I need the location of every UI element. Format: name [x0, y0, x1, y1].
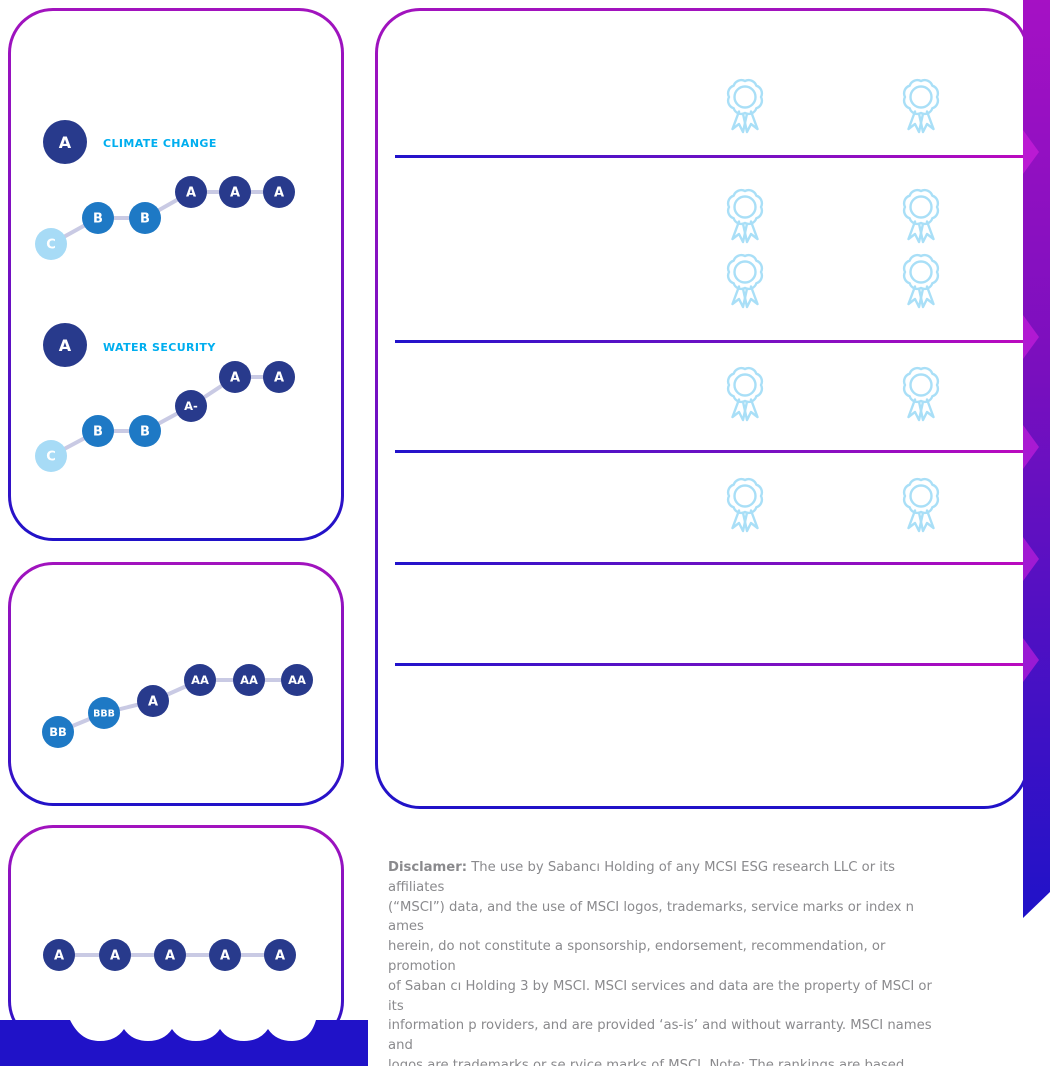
- chevron-right-icon: [1023, 130, 1039, 174]
- right-gradient-band: [1023, 0, 1050, 918]
- row-divider: [395, 450, 1023, 453]
- chevron-right-icon: [1023, 638, 1039, 682]
- row-divider: [395, 663, 1023, 666]
- svg-text:C: C: [46, 238, 56, 253]
- disclaimer-lead: Disclamer:: [388, 860, 468, 875]
- disclaimer-body: The use by Sabancı Holding of any MCSI E…: [388, 860, 932, 1066]
- bottom-wave-decoration: [0, 1020, 368, 1066]
- award-ribbon-icon: [726, 188, 764, 244]
- cdp-climate-badge: A: [43, 120, 87, 164]
- svg-text:AA: AA: [288, 673, 306, 687]
- award-ribbon-icon: [902, 366, 940, 422]
- award-ribbon-icon: [726, 78, 764, 134]
- svg-text:A: A: [230, 371, 240, 386]
- climate-change-label: CLIMATE CHANGE: [103, 137, 217, 150]
- msci-disclaimer-text: Disclamer: The use by Sabancı Holding of…: [388, 858, 940, 1066]
- award-ribbon-icon: [902, 78, 940, 134]
- svg-text:B: B: [93, 212, 103, 227]
- cdp-water-badge: A: [43, 323, 87, 367]
- svg-text:A: A: [220, 949, 230, 964]
- climate-change-timeline: C B B A A A: [11, 11, 341, 542]
- svg-text:B: B: [140, 425, 150, 440]
- award-ribbon-icon: [726, 253, 764, 309]
- svg-text:A: A: [186, 186, 196, 201]
- svg-text:A: A: [274, 371, 284, 386]
- award-ribbon-icon: [902, 477, 940, 533]
- svg-text:A: A: [148, 695, 158, 710]
- row-divider: [395, 340, 1023, 343]
- water-security-label: WATER SECURITY: [103, 341, 216, 354]
- svg-text:BB: BB: [49, 725, 67, 739]
- row-divider: [395, 155, 1023, 158]
- svg-text:A: A: [274, 186, 284, 201]
- svg-text:AA: AA: [240, 673, 258, 687]
- svg-text:A: A: [165, 949, 175, 964]
- svg-text:B: B: [140, 212, 150, 227]
- row-divider: [395, 562, 1023, 565]
- award-ribbon-icon: [902, 253, 940, 309]
- svg-text:B: B: [93, 425, 103, 440]
- svg-text:A-: A-: [184, 399, 198, 413]
- chevron-right-icon: [1023, 537, 1039, 581]
- svg-text:AA: AA: [191, 673, 209, 687]
- svg-text:A: A: [275, 949, 285, 964]
- svg-text:BBB: BBB: [93, 708, 115, 719]
- water-security-timeline: C B B A- A A: [11, 11, 341, 542]
- svg-text:C: C: [46, 450, 56, 465]
- award-ribbon-icon: [726, 477, 764, 533]
- cdp-ratings-card: A CLIMATE CHANGE C B B A A A A WATER SECURITY…: [8, 8, 344, 541]
- svg-text:A: A: [54, 949, 64, 964]
- chevron-right-icon: [1023, 425, 1039, 469]
- svg-text:A: A: [110, 949, 120, 964]
- chevron-right-icon: [1023, 315, 1039, 359]
- svg-text:A: A: [230, 186, 240, 201]
- award-ribbon-icon: [902, 188, 940, 244]
- awards-panel: [375, 8, 1029, 809]
- award-ribbon-icon: [726, 366, 764, 422]
